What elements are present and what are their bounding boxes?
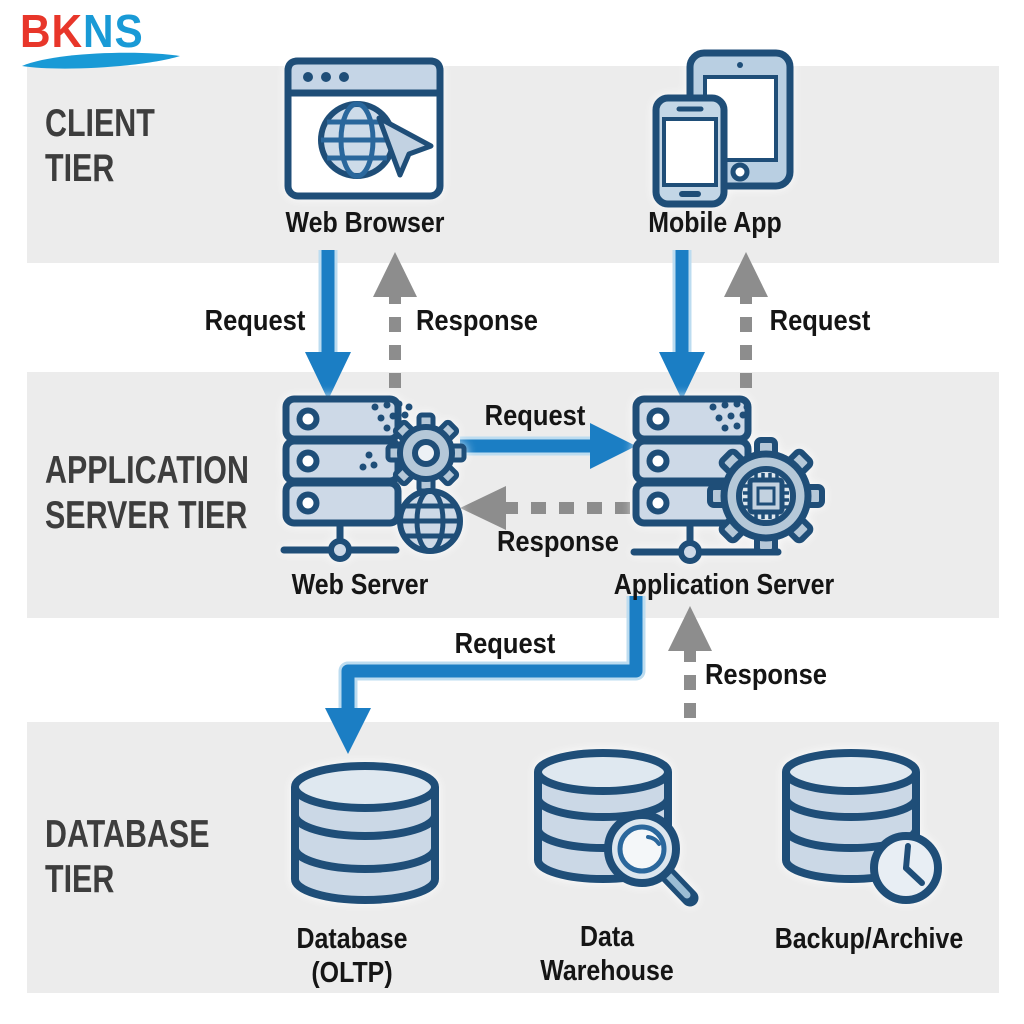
network-link bbox=[280, 523, 400, 562]
label-db-request: Request bbox=[454, 628, 556, 660]
client-tier-label-line1: CLIENT bbox=[45, 102, 155, 145]
web-server-icon bbox=[278, 393, 513, 573]
application-tier-band bbox=[27, 372, 999, 618]
application-tier-label-line1: APPLICATION bbox=[45, 449, 249, 492]
label-db-response: Response bbox=[705, 659, 827, 691]
clock-icon bbox=[870, 832, 942, 904]
client-tier-label-line2: TIER bbox=[45, 147, 115, 191]
database-tier-label: DATABASE TIER bbox=[45, 812, 209, 902]
logo-swoosh-icon bbox=[22, 52, 180, 69]
database-oltp-label: Database (OLTP) bbox=[283, 922, 421, 990]
logo-text: BKNS bbox=[20, 8, 176, 54]
bkns-logo: BKNS bbox=[20, 8, 190, 72]
client-tier-band bbox=[27, 66, 999, 263]
mobile-app-label: Mobile App bbox=[648, 207, 782, 239]
web-browser-icon bbox=[283, 56, 445, 202]
application-server-label: Application Server bbox=[613, 569, 835, 601]
label-server-request: Request bbox=[484, 400, 586, 432]
phone-icon bbox=[652, 94, 728, 208]
client-tier-label: CLIENT TIER bbox=[45, 101, 155, 191]
backup-archive-label: Backup/Archive bbox=[774, 923, 964, 955]
label-server-response: Response bbox=[497, 526, 619, 558]
label-mobile-request: Request bbox=[769, 305, 871, 337]
application-tier-label-line2: SERVER TIER bbox=[45, 494, 248, 538]
data-warehouse-label-line2: Warehouse bbox=[540, 955, 674, 988]
application-tier-label: APPLICATION SERVER TIER bbox=[45, 448, 249, 538]
gear-icon bbox=[385, 412, 467, 494]
logo-text-bk: BK bbox=[20, 5, 83, 57]
backup-archive-icon bbox=[778, 747, 963, 912]
magnifier-icon bbox=[604, 811, 699, 907]
database-oltp-label-line1: Database bbox=[296, 923, 408, 955]
mobile-app-icon bbox=[648, 48, 798, 208]
data-warehouse-label: Data Warehouse bbox=[538, 920, 676, 988]
data-warehouse-label-line1: Data bbox=[579, 921, 635, 953]
gear-chip-icon bbox=[707, 437, 825, 555]
cursor-icon bbox=[376, 115, 434, 178]
logo-text-ns: NS bbox=[82, 5, 144, 57]
database-tier-label-line1: DATABASE bbox=[45, 813, 210, 856]
database-oltp-icon bbox=[284, 760, 446, 910]
globe-icon bbox=[397, 488, 463, 554]
database-oltp-label-line2: (OLTP) bbox=[311, 957, 393, 990]
network-link bbox=[630, 523, 782, 564]
database-tier-label-line2: TIER bbox=[45, 858, 115, 902]
server-rack bbox=[282, 395, 413, 527]
label-browser-response: Response bbox=[416, 305, 538, 337]
data-warehouse-icon bbox=[530, 747, 710, 915]
web-server-label: Web Server bbox=[291, 569, 429, 601]
globe-icon bbox=[318, 101, 396, 179]
label-browser-request: Request bbox=[204, 305, 306, 337]
web-browser-label: Web Browser bbox=[285, 207, 445, 239]
application-server-icon bbox=[628, 393, 828, 578]
chip-icon bbox=[743, 473, 789, 519]
